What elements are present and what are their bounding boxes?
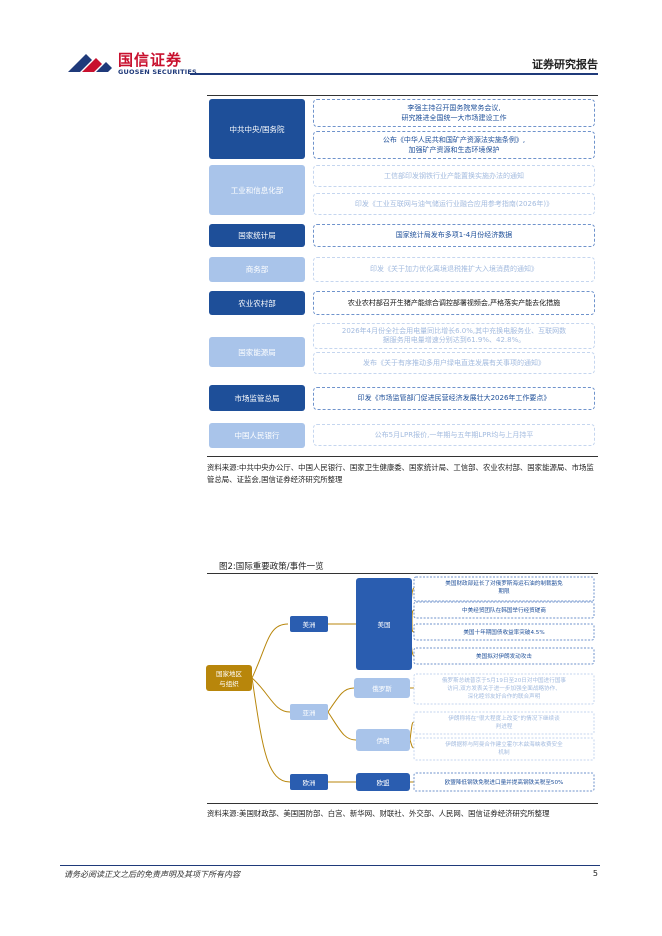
dept-box-miit: 工业和信息化部 xyxy=(209,165,305,215)
report-type-title: 证券研究报告 xyxy=(532,58,598,71)
country-label-iran: 伊朗 xyxy=(377,736,390,745)
region-label-europe: 欧洲 xyxy=(303,778,316,787)
region-box-america xyxy=(290,616,328,632)
guosen-logo-icon xyxy=(68,54,112,72)
figure1-source-note: 资料来源:中共中央办公厅、中国人民银行、国家卫生健康委、国家统计局、工信部、农业… xyxy=(207,463,594,484)
event-box: 公布《中华人民共和国矿产资源法实施条例》, 加强矿产资源和生态环境保护 xyxy=(313,131,595,159)
event-text: 发布《关于有序推动多用户绿电直连发展有关事项的通知》 xyxy=(363,358,545,367)
event-box-iran-2 xyxy=(413,737,595,761)
dept-label: 国家统计局 xyxy=(238,231,276,240)
event-box: 公布5月LPR报价,一年期与五年期LPR均与上月持平 xyxy=(313,424,595,446)
event-text-us-3: 美国十年期国债收益率突破4.5% xyxy=(463,628,544,636)
country-label-eu: 欧盟 xyxy=(377,778,391,787)
event-text-iran-1: 伊朗称将在"很大程度上改变"的情况下继续谈判进程 xyxy=(448,714,560,730)
figure2-source-note: 资料来源:美国财政部、美国国防部、白宫、新华网、财联社、外交部、人民网、国信证券… xyxy=(207,809,550,818)
dept-box-moa: 农业农村部 xyxy=(209,291,305,315)
country-box-russia xyxy=(354,678,410,698)
mindmap-events xyxy=(413,576,595,792)
event-text: 印发《关于加力优化离境退税推扩大入境消费的通知》 xyxy=(370,265,538,274)
figure2-title: 图2:国际重要政策/事件一览 xyxy=(219,562,324,572)
event-text: 李强主持召开国务院常务会议, 研究推进全国统一大市场建设工作 xyxy=(401,103,507,123)
region-label-asia: 亚洲 xyxy=(303,709,316,717)
logo-text-cn: 国信证券 xyxy=(118,51,183,69)
region-box-europe xyxy=(290,774,328,790)
country-box-eu xyxy=(356,773,410,791)
dept-label: 商务部 xyxy=(245,265,269,274)
event-text-us-2: 中美经贸团队在韩国举行经贸磋商 xyxy=(462,606,546,614)
mindmap-root-label-2: 与组织 xyxy=(219,679,239,688)
dept-label: 中共中央/国务院 xyxy=(229,124,285,134)
event-text: 公布5月LPR报价,一年期与五年期LPR均与上月持平 xyxy=(374,430,534,439)
event-text-eu-1: 欧盟降低钢铁免税进口量并提高钢铁关税至50% xyxy=(445,778,564,786)
event-text: 印发《市场监管部门促进民营经济发展壮大2026年工作要点》 xyxy=(357,394,551,403)
dept-label: 农业农村部 xyxy=(238,298,276,308)
figure1-bottom-rule xyxy=(207,456,598,457)
event-text: 工信部印发钢铁行业产能置换实施办法的通知 xyxy=(384,171,524,180)
dept-box-nea: 国家能源局 xyxy=(209,337,305,367)
dept-box-pboc: 中国人民银行 xyxy=(209,423,305,448)
event-text: 2026年4月份全社会用电量同比增长6.0%,其中充换电服务业、互联网数 据服务… xyxy=(341,326,567,344)
event-box: 农业农村部召开生猪产能综合调控部署视频会,严格落实产能去化措施 xyxy=(313,291,595,315)
event-box: 印发《市场监管部门促进民营经济发展壮大2026年工作要点》 xyxy=(313,387,595,410)
mindmap-root-box xyxy=(206,665,252,691)
logo-text-en: GUOSEN SECURITIES xyxy=(118,68,197,76)
dept-label: 国家能源局 xyxy=(238,347,276,357)
region-label-america: 美洲 xyxy=(303,620,316,629)
event-text-iran-2: 伊朗据称与阿曼合作建立霍尔木兹海峡收费安全机制 xyxy=(445,740,563,756)
event-box: 发布《关于有序推动多用户绿电直连发展有关事项的通知》 xyxy=(313,352,595,374)
event-box-us-4 xyxy=(413,647,595,665)
page-number: 5 xyxy=(592,869,598,878)
dept-box-nbs: 国家统计局 xyxy=(209,224,305,247)
event-box-iran-1 xyxy=(413,711,595,735)
event-box: 工信部印发钢铁行业产能置换实施办法的通知 xyxy=(313,165,595,187)
dept-box-central: 中共中央/国务院 xyxy=(209,99,305,159)
event-text: 农业农村部召开生猪产能综合调控部署视频会,严格落实产能去化措施 xyxy=(347,298,561,307)
mindmap-event-texts: 美国财政部延长了对俄罗斯海运石油的制裁豁免期限中美经贸团队在韩国举行经贸磋商美国… xyxy=(442,579,566,786)
event-box-us-2 xyxy=(413,601,595,619)
country-box-iran xyxy=(356,729,410,751)
event-box: 国家统计局发布多项1-4月份经济数据 xyxy=(313,224,595,247)
footer-disclaimer: 请务必阅读正文之后的免责声明及其项下所有内容 xyxy=(64,870,240,879)
figure1-top-rule xyxy=(207,95,598,96)
event-box-us-1 xyxy=(413,576,595,602)
mindmap-root-label-1: 国家地区 xyxy=(216,669,243,678)
figure2-mindmap: 国家地区 与组织 美洲 亚洲 欧洲 美国 俄罗斯 伊朗 欧盟 美国财政部延长了对… xyxy=(206,576,595,792)
event-box: 2026年4月份全社会用电量同比增长6.0%,其中充换电服务业、互联网数 据服务… xyxy=(313,323,595,349)
event-text: 印发《工业互联网与油气储运行业融合应用参考指南(2026年)》 xyxy=(354,199,554,208)
event-text: 公布《中华人民共和国矿产资源法实施条例》, 加强矿产资源和生态环境保护 xyxy=(382,135,526,155)
event-text-us-1: 美国财政部延长了对俄罗斯海运石油的制裁豁免期限 xyxy=(445,579,563,595)
figure2-bottom-rule xyxy=(207,803,598,804)
figure2-top-rule xyxy=(207,573,598,574)
event-box-russia-1 xyxy=(413,673,595,705)
dept-label: 中国人民银行 xyxy=(234,431,280,440)
region-box-asia xyxy=(290,704,328,720)
dept-box-mofcom: 商务部 xyxy=(209,257,305,282)
country-box-us xyxy=(356,578,412,670)
event-box: 印发《工业互联网与油气储运行业融合应用参考指南(2026年)》 xyxy=(313,193,595,215)
mindmap-connectors xyxy=(251,587,415,783)
event-text-russia-1: 俄罗斯总统普京于5月19日至20日对中国进行国事访问,双方发表关于进一步加强全面… xyxy=(442,676,566,700)
dept-box-samr: 市场监管总局 xyxy=(209,385,305,411)
country-label-russia: 俄罗斯 xyxy=(372,684,392,693)
event-box: 印发《关于加力优化离境退税推扩大入境消费的通知》 xyxy=(313,257,595,282)
event-text-us-4: 美国拟对伊朗发动攻击 xyxy=(476,652,532,660)
dept-label: 工业和信息化部 xyxy=(230,185,284,195)
country-label-us: 美国 xyxy=(378,620,391,629)
event-box: 李强主持召开国务院常务会议, 研究推进全国统一大市场建设工作 xyxy=(313,99,595,127)
header-divider xyxy=(190,73,598,75)
dept-label: 市场监管总局 xyxy=(234,393,280,403)
event-box-eu-1 xyxy=(413,772,595,792)
event-box-us-3 xyxy=(413,623,595,641)
footer-divider xyxy=(60,865,600,866)
event-text: 国家统计局发布多项1-4月份经济数据 xyxy=(395,231,513,240)
